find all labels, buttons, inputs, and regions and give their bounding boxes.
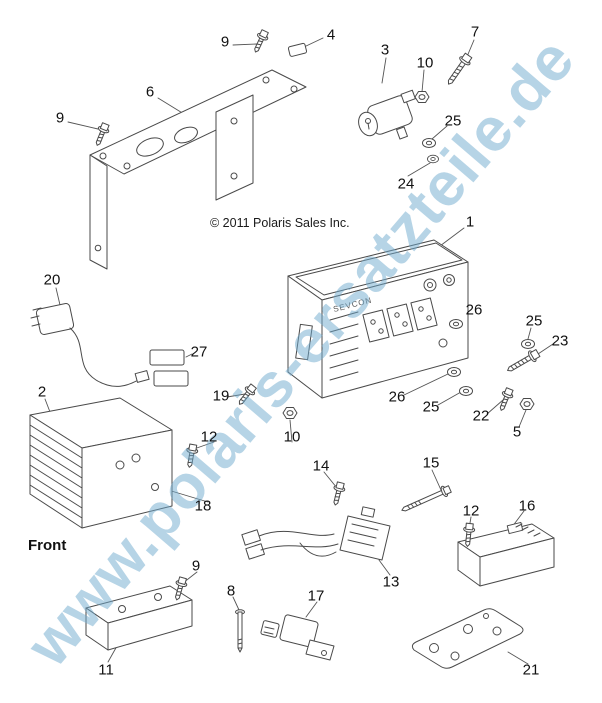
callout-2: 2	[37, 383, 47, 401]
part-8-bolt	[235, 609, 245, 653]
callout-17: 17	[307, 587, 325, 605]
callout-21: 21	[522, 661, 540, 679]
part-15-bolt	[399, 483, 453, 516]
callout-20: 20	[43, 271, 61, 289]
callout-25-bottom: 25	[422, 398, 440, 416]
part-25-washer-bottom	[459, 386, 473, 396]
callout-26-top: 26	[465, 301, 483, 319]
part-4-spacer	[287, 42, 308, 57]
callout-13: 13	[382, 573, 400, 591]
callout-14: 14	[312, 457, 330, 475]
part-2-converter	[29, 397, 173, 529]
callout-9-top: 9	[220, 33, 230, 51]
callout-9-left: 9	[55, 109, 65, 127]
part-1-sevcon-controller: SEVCON	[287, 239, 469, 399]
part-6-mount-bracket	[89, 69, 307, 270]
callout-11: 11	[98, 661, 114, 679]
callout-27: 27	[190, 343, 208, 361]
callout-24: 24	[397, 175, 415, 193]
callout-15: 15	[422, 454, 440, 472]
part-10-nut-bottom	[282, 407, 298, 419]
callout-25-top: 25	[444, 112, 462, 130]
callout-23: 23	[551, 332, 569, 350]
copyright-text: © 2011 Polaris Sales Inc.	[210, 216, 350, 230]
callout-1: 1	[465, 213, 475, 231]
callout-12-left: 12	[200, 428, 218, 446]
callout-8: 8	[226, 582, 236, 600]
part-25-washer-top	[422, 138, 436, 148]
callout-7: 7	[470, 23, 480, 41]
part-27-pads	[149, 349, 189, 387]
part-20-power-cord	[30, 302, 150, 387]
callout-22: 22	[472, 407, 490, 425]
callout-10-bottom: 10	[283, 428, 301, 446]
part-26-washer-bottom	[447, 367, 461, 377]
callout-25-right: 25	[525, 312, 543, 330]
part-21-mount-plate	[411, 608, 524, 669]
callout-10-top: 10	[416, 54, 434, 72]
callout-3: 3	[380, 41, 390, 59]
part-17-solenoid	[260, 614, 335, 661]
callout-9-bottom: 9	[191, 557, 201, 575]
front-label: Front	[28, 537, 67, 554]
callout-26-bottom: 26	[388, 388, 406, 406]
callout-12-right: 12	[462, 502, 480, 520]
callout-19: 19	[212, 387, 230, 405]
callout-16: 16	[518, 497, 536, 515]
part-3-ignition-switch	[358, 89, 416, 140]
part-9-screw-top	[249, 28, 271, 55]
part-11-bracket	[85, 585, 193, 651]
part-16-control-module	[457, 521, 555, 587]
part-7-bolt	[443, 51, 475, 89]
callout-4: 4	[326, 26, 336, 44]
part-5-nut	[519, 398, 535, 410]
part-22-bolt	[495, 386, 516, 413]
part-25-washer-right	[521, 339, 535, 349]
callout-18: 18	[194, 497, 212, 515]
part-26-washer-top	[449, 319, 463, 329]
part-12-screw-left	[183, 443, 200, 469]
part-24-washer	[427, 154, 439, 164]
callout-5: 5	[512, 423, 522, 441]
part-23-bolt	[504, 347, 542, 377]
callout-6: 6	[145, 83, 155, 101]
part-10-nut-top	[414, 91, 430, 103]
part-13-harness	[241, 506, 391, 561]
part-14-screw	[329, 480, 347, 507]
part-9-screw-left	[91, 121, 112, 148]
